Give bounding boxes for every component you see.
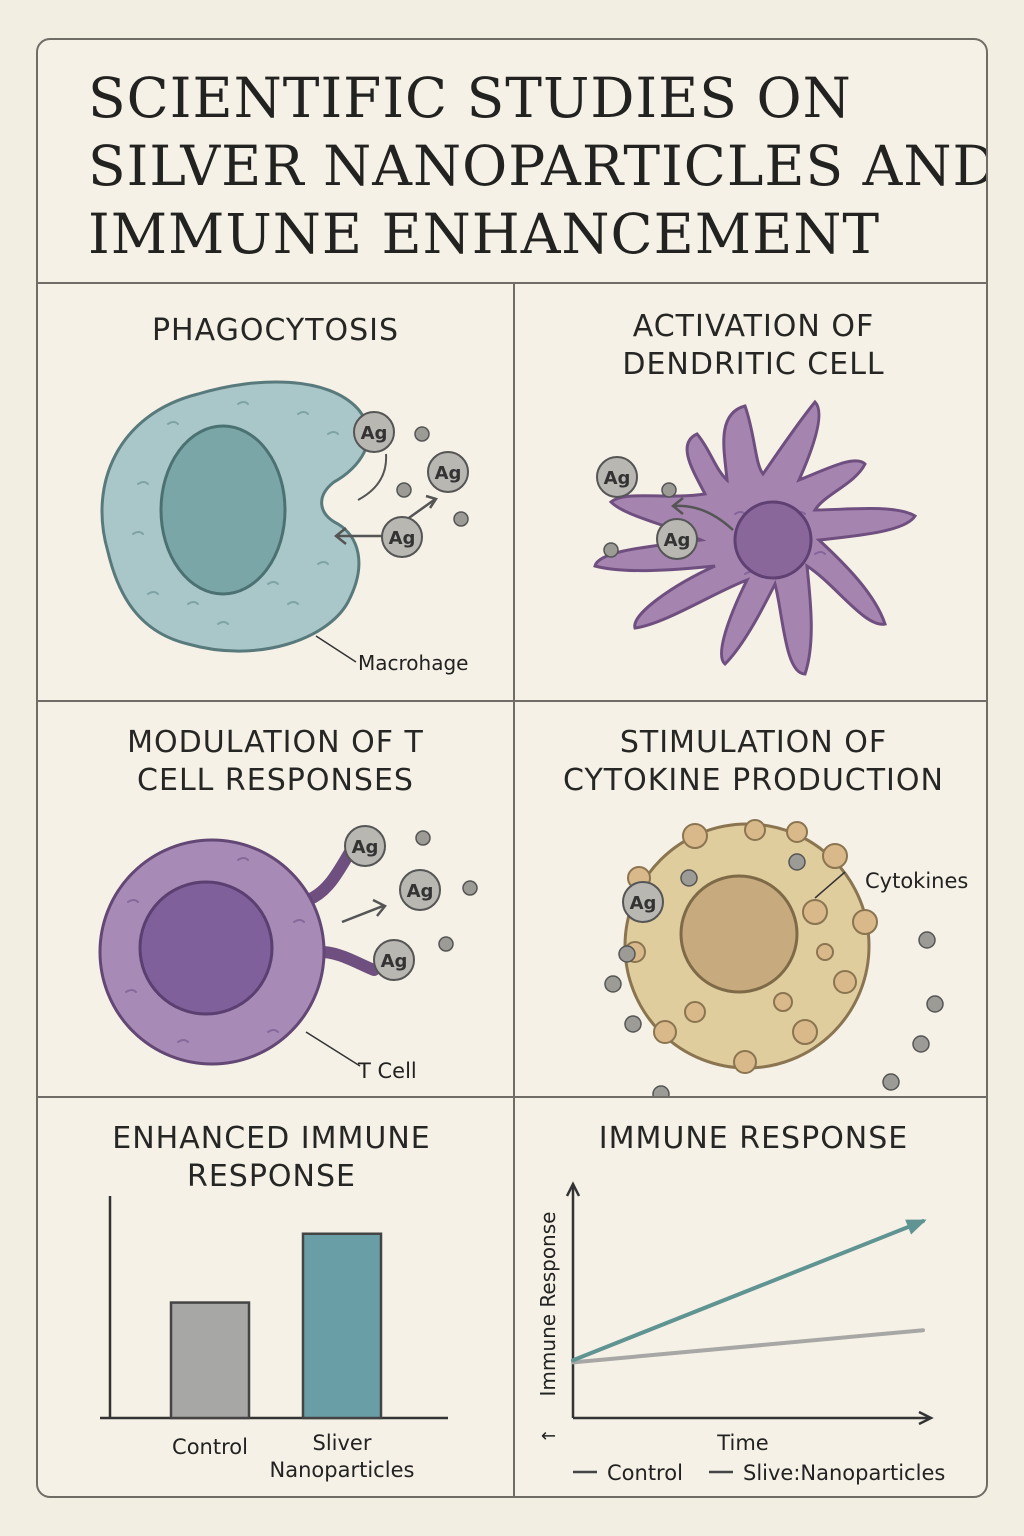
bar-category-label: Control [172, 1435, 248, 1459]
small-particle [453, 511, 469, 527]
panel-dendritic-cell: ACTIVATION OF DENDRITIC CELL Ag Ag [515, 284, 986, 702]
title-line-1: SCIENTIFIC STUDIES ON [88, 66, 852, 130]
panel-t-cell: MODULATION OF T CELL RESPONSES T Cell Ag… [38, 702, 515, 1098]
small-particle [438, 936, 454, 952]
title-box: SCIENTIFIC STUDIES ON SILVER NANOPARTICL… [38, 40, 986, 284]
title-line-3: IMMUNE ENHANCEMENT [88, 202, 881, 266]
dendritic-illustration: Ag Ag [593, 399, 918, 676]
t-cell-label: T Cell [357, 1059, 417, 1083]
y-axis-label-prefix: ↑ [539, 1428, 560, 1443]
x-axis-arrowhead [918, 1410, 934, 1426]
series-arrowhead [905, 1219, 927, 1235]
svg-text:Ag: Ag [664, 530, 691, 551]
silver-particle: Ag [381, 516, 423, 558]
migration-arrow [670, 497, 734, 531]
svg-text:Ag: Ag [361, 423, 388, 444]
t-cell-illustration: T Cell Ag Ag Ag [98, 825, 478, 1083]
line-chart: Time Immune Response ↑ Control Slive:Nanopar… [536, 1181, 945, 1485]
dendritic-nucleus [733, 500, 813, 580]
small-particle [415, 830, 431, 846]
uptake-arrow [333, 527, 388, 545]
svg-text:Ag: Ag [389, 528, 416, 549]
silver-particle: Ag [427, 451, 469, 493]
silver-particle: Ag [596, 456, 638, 498]
label-pointer [315, 635, 357, 663]
panel-immune-response: IMMUNE RESPONSE Time Immune Response ↑ Cont… [515, 1098, 986, 1496]
legend-label: Control [607, 1461, 683, 1485]
y-axis-label: Immune Response [536, 1212, 560, 1397]
bar-sliver-nanoparticles [301, 1232, 383, 1420]
silver-particle: Ag [399, 869, 441, 911]
panel-title: STIMULATION OF CYTOKINE PRODUCTION [563, 725, 944, 798]
silver-particle: Ag [622, 881, 664, 923]
small-particle [462, 880, 478, 896]
legend-label: Slive:Nanoparticles [743, 1461, 945, 1485]
cytokine-nucleus [679, 874, 799, 994]
panel-cytokine: STIMULATION OF CYTOKINE PRODUCTION Cytok… [515, 702, 986, 1098]
macrophage-texture [132, 401, 339, 625]
signal-arrow [341, 898, 387, 924]
silver-particle: Ag [373, 939, 415, 981]
macrophage-nucleus [159, 424, 287, 596]
cytokine-illustration: Cytokines Ag [604, 819, 968, 1096]
panel-title: PHAGOCYTOSIS [151, 313, 400, 348]
panel-title: ENHANCED IMMUNE RESPONSE [112, 1121, 431, 1194]
page-title: SCIENTIFIC STUDIES ON SILVER NANOPARTICL… [88, 64, 988, 268]
panel-phagocytosis: PHAGOCYTOSIS Macrohage Ag Ag [38, 284, 515, 702]
svg-text:Ag: Ag [604, 468, 631, 489]
small-particles [604, 853, 944, 1096]
x-axis-label: Time [716, 1431, 768, 1455]
svg-text:Ag: Ag [381, 951, 408, 972]
uptake-curve [357, 453, 388, 501]
svg-text:Ag: Ag [407, 881, 434, 902]
series-line-sliver-nanoparticles [571, 1219, 925, 1363]
svg-text:Ag: Ag [352, 837, 379, 858]
particle-arrow [405, 494, 438, 522]
small-particle [661, 482, 677, 498]
cytokine-granules [624, 819, 878, 1074]
title-line-2: SILVER NANOPARTICLES AND [88, 134, 988, 198]
t-cell-projection [302, 846, 356, 906]
y-axis-arrowhead [565, 1181, 581, 1197]
svg-text:Ag: Ag [630, 893, 657, 914]
phagocytosis-illustration: Macrohage Ag Ag Ag [100, 380, 469, 675]
cytokines-label: Cytokines [865, 869, 968, 893]
small-particle [396, 482, 412, 498]
infographic-frame: SCIENTIFIC STUDIES ON SILVER NANOPARTICL… [36, 38, 988, 1498]
panel-title: IMMUNE RESPONSE [598, 1121, 909, 1156]
small-particle [603, 542, 619, 558]
silver-particle: Ag [656, 518, 698, 560]
silver-particle: Ag [344, 825, 386, 867]
small-particle [414, 426, 430, 442]
t-cell-nucleus [138, 880, 274, 1016]
bar-control [169, 1301, 251, 1420]
bar-category-label: Nanoparticles [270, 1458, 415, 1482]
label-pointer [305, 1031, 361, 1067]
t-cell-texture [125, 857, 305, 1043]
label-pointer [814, 871, 846, 899]
silver-particle: Ag [353, 411, 395, 453]
svg-text:Ag: Ag [435, 463, 462, 484]
bar-category-label: Sliver [313, 1431, 372, 1455]
macrophage-label: Macrohage [358, 651, 468, 675]
panel-title: ACTIVATION OF DENDRITIC CELL [622, 309, 885, 382]
panel-title: MODULATION OF T CELL RESPONSES [127, 725, 424, 798]
series-line-control [571, 1328, 925, 1365]
